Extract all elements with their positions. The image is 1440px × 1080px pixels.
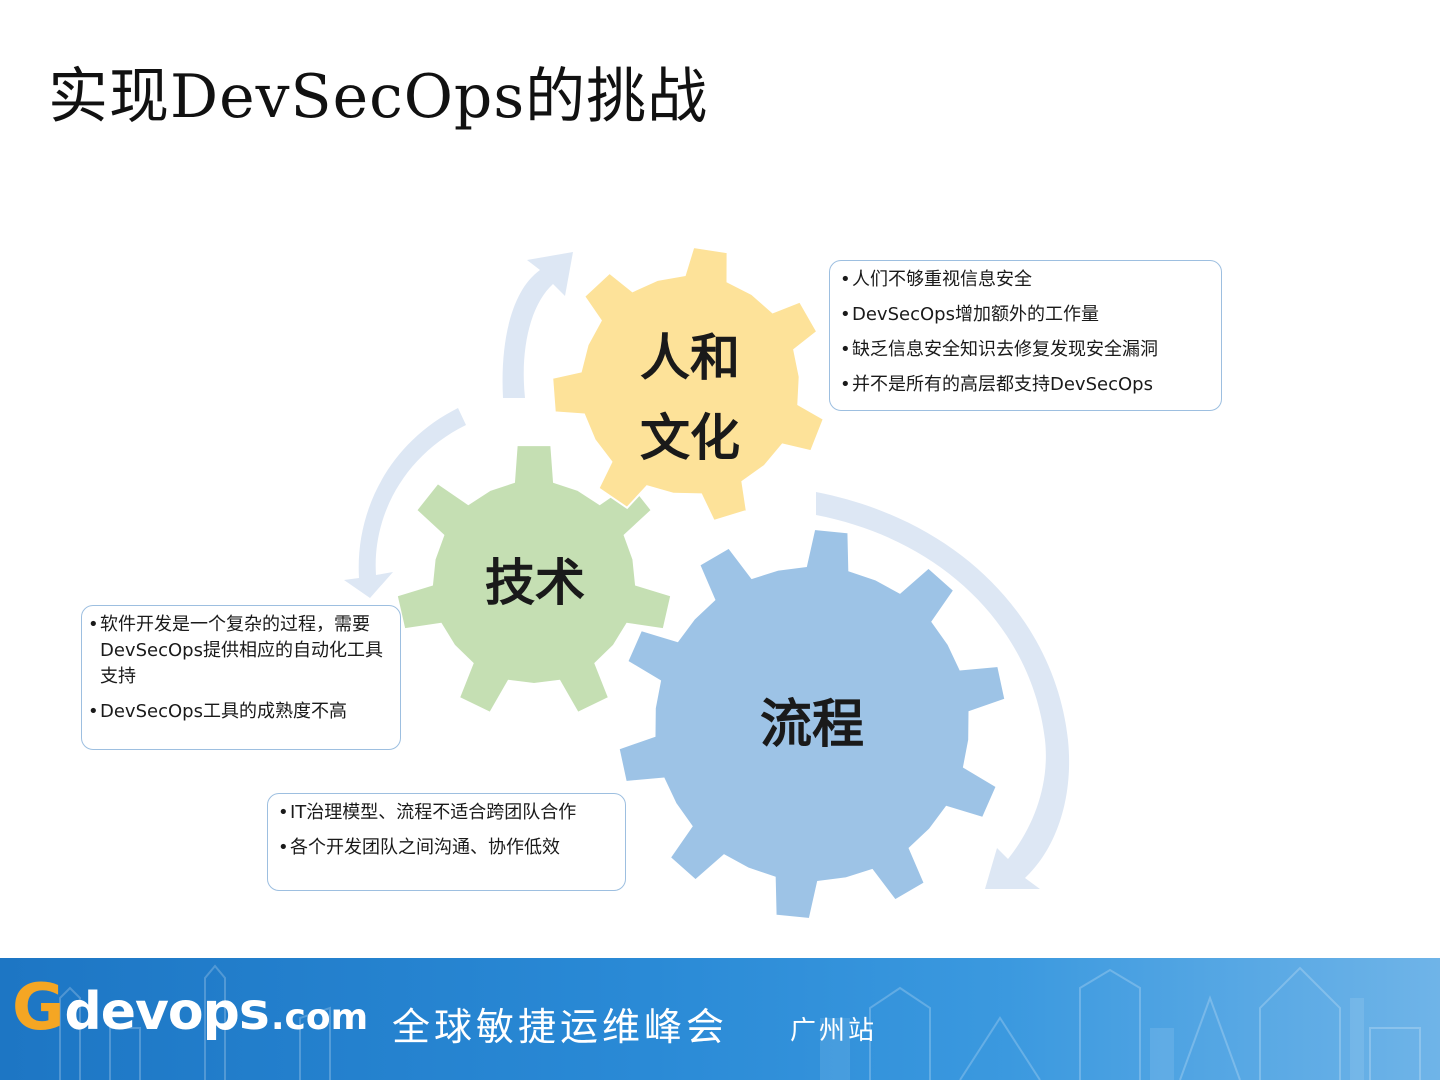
event-city: 广州站 (790, 1016, 878, 1046)
note-list-tech: 软件开发是一个复杂的过程，需要DevSecOps提供相应的自动化工具支持 DevS… (88, 612, 390, 725)
note-item-process: IT治理模型、流程不适合跨团队合作 (278, 800, 615, 826)
note-item-tech: 软件开发是一个复杂的过程，需要DevSecOps提供相应的自动化工具支持 (88, 612, 390, 690)
note-item-culture: 人们不够重视信息安全 (840, 267, 1211, 293)
arrow-around-process (816, 492, 1070, 889)
note-item-culture: 缺乏信息安全知识去修复发现安全漏洞 (840, 337, 1211, 363)
gear-label-culture-line2: 文化 (640, 409, 740, 467)
gear-label-process: 流程 (759, 695, 864, 755)
footer-banner: G devops .com 全球敏捷运维峰会 广州站 (0, 958, 1440, 1080)
note-box-tech: 软件开发是一个复杂的过程，需要DevSecOps提供相应的自动化工具支持 DevS… (81, 605, 401, 750)
note-item-process: 各个开发团队之间沟通、协作低效 (278, 835, 615, 861)
cycle-arrows (344, 252, 1070, 889)
note-item-tech: DevSecOps工具的成熟度不高 (88, 699, 390, 725)
gear-tech (395, 444, 673, 715)
arrow-up-to-culture (502, 252, 573, 398)
note-item-culture: 并不是所有的高层都支持DevSecOps (840, 372, 1211, 398)
note-list-process: IT治理模型、流程不适合跨团队合作各个开发团队之间沟通、协作低效 (278, 800, 615, 861)
gear-label-tech: 技术 (485, 554, 585, 612)
gear-layer (395, 245, 1007, 921)
logo-brand: devops (64, 982, 270, 1042)
logo-tld: .com (270, 997, 369, 1038)
arrow-down-to-tech (344, 408, 466, 598)
note-box-process: IT治理模型、流程不适合跨团队合作各个开发团队之间沟通、协作低效 (267, 793, 626, 891)
event-name: 全球敏捷运维峰会 (392, 1005, 729, 1049)
note-list-culture: 人们不够重视信息安全 DevSecOps增加额外的工作量缺乏信息安全知识去修复发现… (840, 267, 1211, 398)
gear-process (617, 527, 1007, 921)
city-skyline-illustration (59, 964, 1421, 1080)
logo-g-letter: G (12, 971, 65, 1045)
slide-title: 实现DevSecOps的挑战 (48, 62, 709, 132)
gears-diagram (344, 245, 1070, 921)
gear-culture (551, 245, 826, 523)
gdevops-logo: G devops .com (12, 976, 368, 1042)
gear-label-culture: 人和 文化 (612, 318, 768, 478)
note-box-culture: 人们不够重视信息安全 DevSecOps增加额外的工作量缺乏信息安全知识去修复发现… (829, 260, 1222, 411)
note-item-culture: DevSecOps增加额外的工作量 (840, 302, 1211, 328)
gear-label-culture-line1: 人和 (640, 329, 740, 387)
